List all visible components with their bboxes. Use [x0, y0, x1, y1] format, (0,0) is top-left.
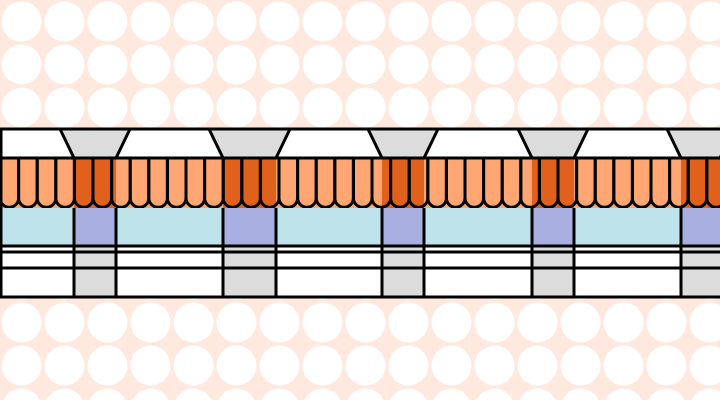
base-pillar: [223, 246, 276, 297]
window-pillar: [223, 208, 276, 246]
awning-dark-segment: [223, 158, 276, 208]
base-pillar: [74, 246, 116, 297]
window-pillar: [382, 208, 424, 246]
roof-pillar-cap: [366, 127, 440, 160]
base-layer: [0, 129, 720, 299]
awning-band: [0, 158, 720, 208]
window-band: [0, 208, 720, 246]
storefront-row: [0, 127, 720, 299]
awning-dark-segment: [382, 158, 424, 208]
window-pillar: [681, 208, 720, 246]
awning-scallop: [705, 158, 720, 209]
base-band: [0, 246, 720, 297]
awning-layer: [0, 156, 720, 209]
roof-pillar-cap: [207, 127, 292, 160]
window-band-layer: [0, 208, 720, 246]
roof-pillar-cap: [58, 127, 132, 160]
roof-pillar-cap: [516, 127, 590, 160]
base-pillar: [382, 246, 424, 297]
window-pillar: [532, 208, 574, 246]
awning-dark-segment: [74, 158, 116, 208]
base-pillar: [681, 246, 720, 297]
window-pillar: [74, 208, 116, 246]
roof-layer: [0, 127, 720, 160]
base-pillar: [532, 246, 574, 297]
